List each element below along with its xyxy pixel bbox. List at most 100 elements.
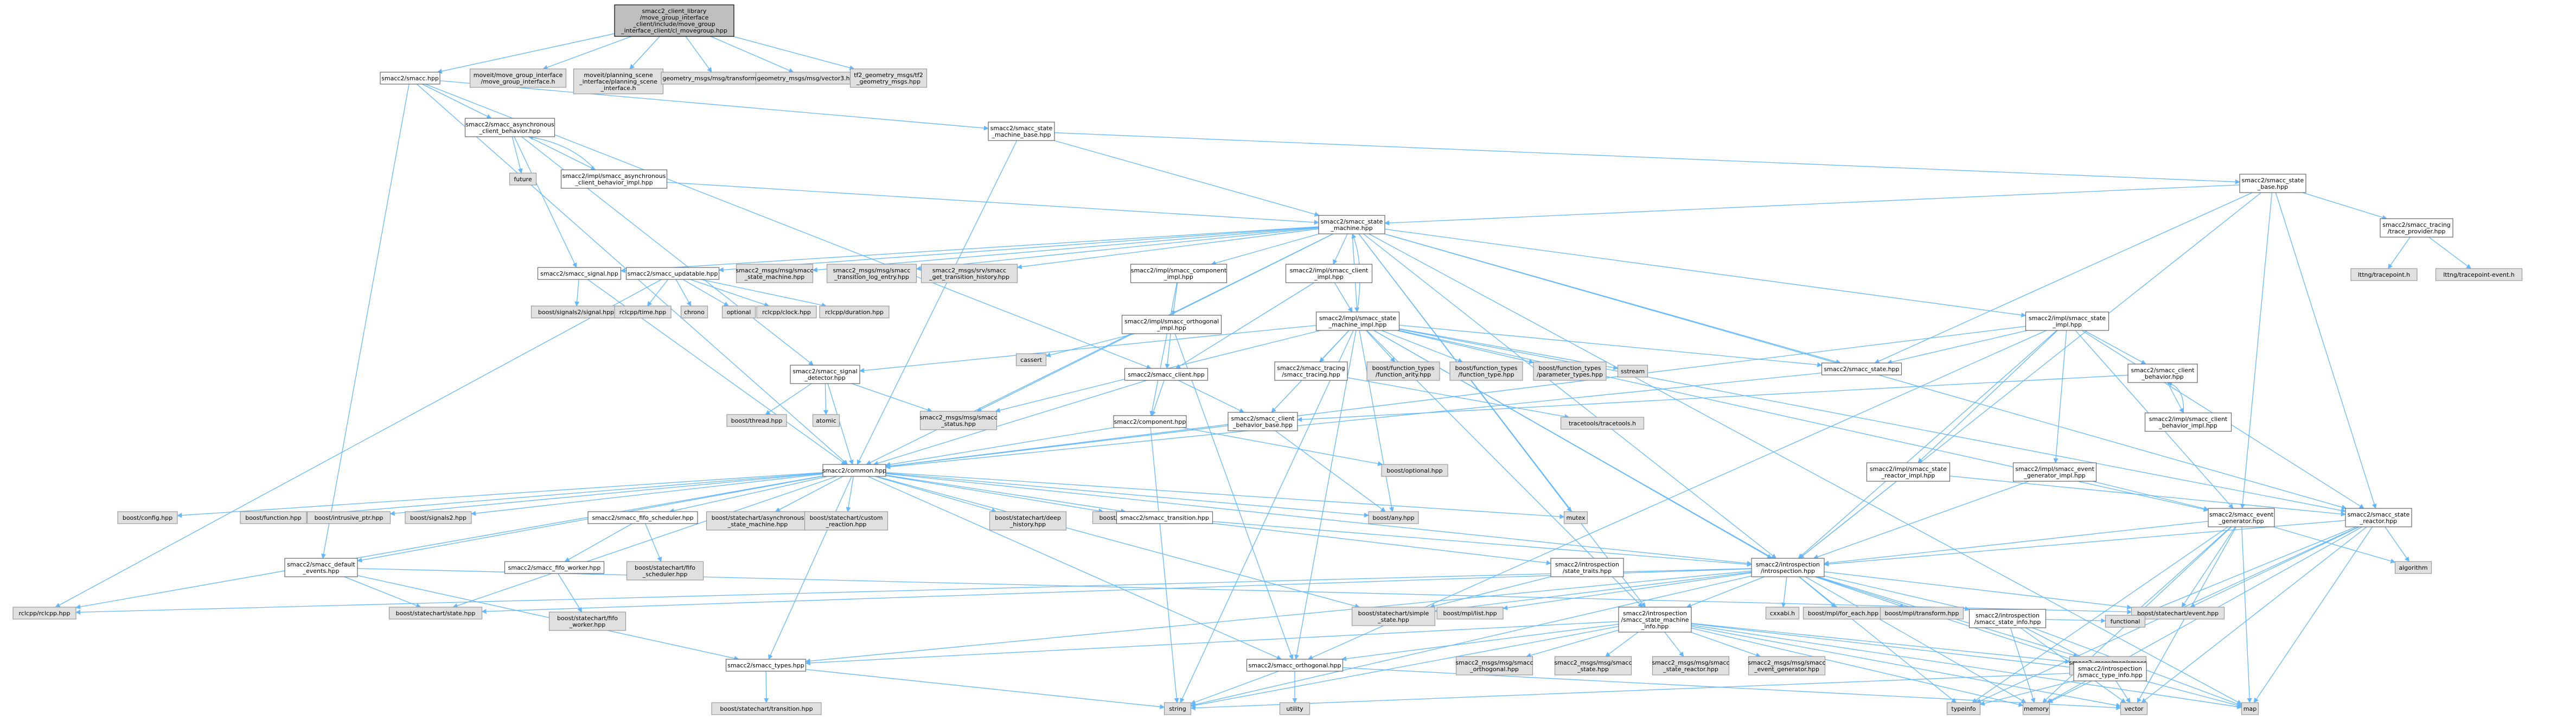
node-clientbehimpl[interactable]: smacc2/impl/smacc_client_behavior_impl.h… <box>2144 412 2232 432</box>
edge-introsp-to-bmpltr <box>1814 576 1905 608</box>
edge-client-to-cbbase <box>1178 380 1245 413</box>
node-typeinfo[interactable]: smacc2/introspection/smacc_type_info.hpp <box>2073 662 2147 681</box>
edge-common-to-bscsimple <box>876 476 1360 609</box>
node-label: smacc2/impl/smacc_state <box>2029 315 2106 322</box>
node-smb[interactable]: smacc2/smacc_state_machine_base.hpp <box>988 122 1055 141</box>
node-box <box>826 264 917 283</box>
node-label: smacc2/smacc_state <box>2348 511 2410 518</box>
edge-reactor-to-vector <box>2141 526 2367 703</box>
node-label: _impl.hpp <box>1164 273 1193 281</box>
node-box <box>1315 311 1400 331</box>
edge-root-to-tf2gm <box>732 36 855 71</box>
node-label: boost/statechart/custom <box>810 514 883 521</box>
node-label: smacc2/smacc_orthogonal.hpp <box>1249 662 1341 669</box>
node-smacc[interactable]: smacc2/smacc.hpp <box>380 72 440 85</box>
node-sm[interactable]: smacc2/smacc_state_machine.hpp <box>1318 215 1385 234</box>
node-cbbase[interactable]: smacc2/smacc_client_behavior_base.hpp <box>1228 412 1298 431</box>
node-common[interactable]: smacc2/common.hpp <box>822 464 886 477</box>
edge-sm-to-clientimpl <box>1333 233 1348 265</box>
node-label: smacc2_msgs/msg/smacc <box>1748 659 1825 666</box>
node-label: smacc2/smacc_asynchronous <box>465 121 554 128</box>
node-statehpp[interactable]: smacc2/smacc_state.hpp <box>1821 362 1902 375</box>
edge-client-to-common <box>873 380 1147 466</box>
edge-smimpl-to-evgen <box>1399 330 2209 512</box>
node-tracing[interactable]: smacc2/smacc_tracing/smacc_tracing.hpp <box>1274 361 1348 381</box>
node-acb[interactable]: smacc2/smacc_asynchronous_client_behavio… <box>464 118 555 137</box>
node-introsp[interactable]: smacc2/introspection/introspection.hpp <box>1751 558 1825 577</box>
node-smimpl[interactable]: smacc2/impl/smacc_state_machine_impl.hpp <box>1315 311 1400 331</box>
node-types[interactable]: smacc2/smacc_types.hpp <box>725 659 807 672</box>
node-label: smacc2_msgs/msg/smacc <box>736 267 813 274</box>
node-label: _behavior_base.hpp <box>1232 422 1293 429</box>
node-compimpl[interactable]: smacc2/impl/smacc_component_impl.hpp <box>1130 264 1228 283</box>
node-clientimpl[interactable]: smacc2/impl/smacc_client_impl.hpp <box>1285 264 1373 283</box>
edge-introsp-to-bmpllist <box>1503 572 1752 610</box>
edge-transition-to-introsp <box>1212 521 1752 567</box>
edge-root-to-smacc <box>437 33 615 74</box>
edge-common-to-bfunc <box>306 473 823 517</box>
node-srvgth: smacc2_msgs/srv/smacc_get_transition_his… <box>921 264 1018 283</box>
node-root[interactable]: smacc2_client_library/move_group_interfa… <box>614 4 734 37</box>
node-evgen[interactable]: smacc2/smacc_event_generator.hpp <box>2208 508 2275 527</box>
edge-common-to-bintr <box>389 473 823 516</box>
node-box <box>2012 462 2097 482</box>
node-sigdet[interactable]: smacc2/smacc_signal_detector.hpp <box>790 365 860 384</box>
node-signal[interactable]: smacc2/smacc_signal.hpp <box>537 267 622 280</box>
node-label: smacc2/smacc_fifo_scheduler.hpp <box>592 514 693 521</box>
edge-common-to-fifosch <box>669 476 828 513</box>
node-label: mutex <box>1566 514 1586 521</box>
node-stateimpl[interactable]: smacc2/impl/smacc_state_impl.hpp <box>2025 311 2110 331</box>
node-label: geometry_msgs/msg/vector3.hpp <box>757 75 857 82</box>
node-ssinfo[interactable]: smacc2/introspection/smacc_state_info.hp… <box>1968 609 2047 628</box>
node-defevents[interactable]: smacc2/smacc_default_events.hpp <box>284 558 358 577</box>
node-label: smacc2/smacc_signal.hpp <box>540 270 618 277</box>
node-acbi[interactable]: smacc2/impl/smacc_asynchronous_client_be… <box>560 169 668 189</box>
edge-compimpl-to-component <box>1149 282 1178 416</box>
edge-smimpl-to-fnarity <box>1366 330 1396 362</box>
edge-introsp-to-cxxabi <box>1781 576 1787 608</box>
node-srimpl[interactable]: smacc2/impl/smacc_state_reactor_impl.hpp <box>1866 462 1951 482</box>
node-clientbeh[interactable]: smacc2/smacc_client_behavior.hpp <box>2127 364 2198 383</box>
node-client[interactable]: smacc2/smacc_client.hpp <box>1124 368 1209 381</box>
node-label: smacc2/introspection <box>1623 610 1687 617</box>
edge-stateimpl-to-introsp <box>1798 330 2057 559</box>
node-smminfo[interactable]: smacc2/introspection/smacc_state_machine… <box>1618 607 1692 633</box>
node-label: smacc2/introspection <box>1756 561 1820 568</box>
node-msgstate: smacc2_msgs/msg/smacc_state.hpp <box>1554 656 1632 676</box>
node-box <box>1164 702 1192 715</box>
node-box <box>2239 174 2306 193</box>
node-box <box>1751 558 1825 577</box>
node-box <box>2131 607 2225 620</box>
node-rcltime: rclcpp/time.hpp <box>614 305 672 318</box>
node-label: smacc2_msgs/srv/smacc <box>932 267 1006 274</box>
node-statebase[interactable]: smacc2/smacc_state_base.hpp <box>2239 174 2306 193</box>
edge-statebase-to-sm <box>1384 184 2240 226</box>
node-msgevgen: smacc2_msgs/msg/smacc_event_generator.hp… <box>1748 656 1826 676</box>
node-fifoworker[interactable]: smacc2/smacc_fifo_worker.hpp <box>504 561 605 574</box>
node-box <box>2105 615 2146 628</box>
edge-smb-to-common <box>856 140 1018 465</box>
node-gvec: geometry_msgs/msg/vector3.hpp <box>755 72 859 85</box>
node-transition[interactable]: smacc2/smacc_transition.hpp <box>1116 511 1213 524</box>
node-label: /parameter_types.hpp <box>1537 371 1603 378</box>
node-label: string <box>1169 705 1186 712</box>
node-label: _generator_impl.hpp <box>2023 472 2086 479</box>
node-orthoimpl[interactable]: smacc2/impl/smacc_orthogonal_impl.hpp <box>1121 315 1222 334</box>
node-label: smacc2/introspection <box>2078 665 2142 672</box>
node-fifosch[interactable]: smacc2/smacc_fifo_scheduler.hpp <box>587 511 698 524</box>
node-label: cxxabi.h <box>1770 610 1795 617</box>
node-label: /smacc_tracing.hpp <box>1282 371 1340 378</box>
node-component[interactable]: smacc2/component.hpp <box>1113 415 1187 428</box>
node-updatable[interactable]: smacc2/smacc_updatable.hpp <box>625 267 720 280</box>
node-label: smacc2/smacc_fifo_worker.hpp <box>508 564 601 571</box>
edge-smimpl-to-string <box>1180 330 1354 703</box>
node-label: utility <box>1286 705 1303 712</box>
node-box <box>625 267 720 280</box>
node-ttp[interactable]: smacc2/smacc_tracing/trace_provider.hpp <box>2380 218 2453 238</box>
node-box <box>1821 362 1902 375</box>
edge-common-to-bscasync <box>775 476 843 512</box>
node-statetraits[interactable]: smacc2/introspection/state_traits.hpp <box>1550 558 1624 577</box>
node-orthogonal[interactable]: smacc2/smacc_orthogonal.hpp <box>1246 659 1344 672</box>
node-reactor[interactable]: smacc2/smacc_state_reactor.hpp <box>2345 508 2412 527</box>
node-egimpl[interactable]: smacc2/impl/smacc_event_generator_impl.h… <box>2012 462 2097 482</box>
